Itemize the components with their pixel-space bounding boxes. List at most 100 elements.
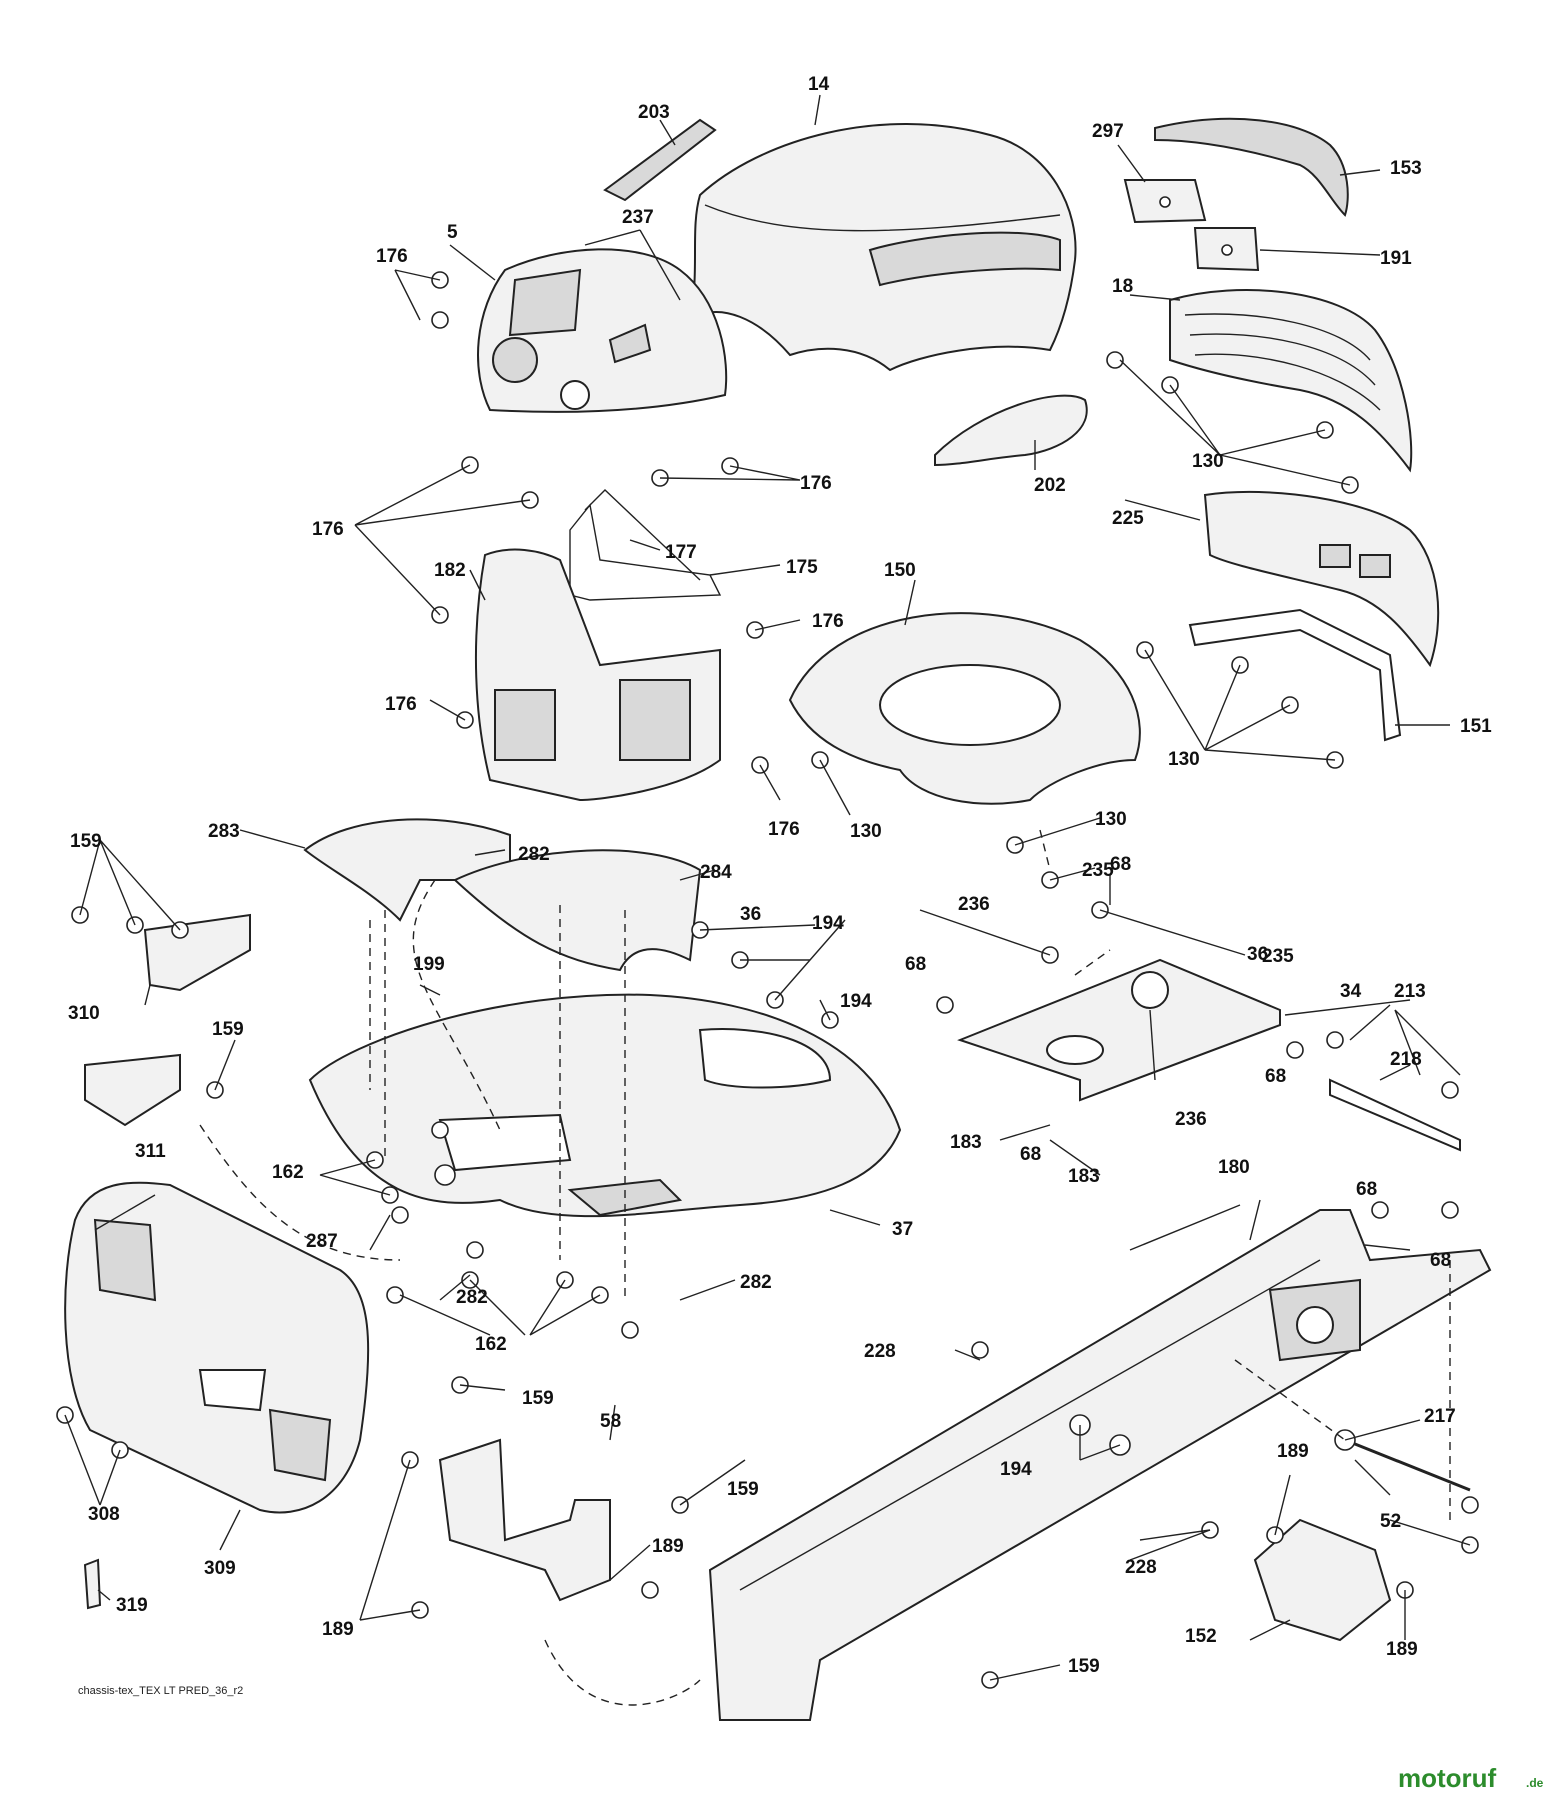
callout-label: 175 (786, 557, 818, 578)
callout-label: 199 (413, 954, 445, 975)
callout-label: 189 (652, 1536, 684, 1557)
grille-18[interactable] (1169, 289, 1413, 473)
callout-label: 152 (1185, 1626, 1217, 1647)
watermark-suffix: .de (1526, 1776, 1544, 1790)
callout-label: 68 (1020, 1144, 1041, 1165)
callout-label: 282 (456, 1287, 488, 1308)
callout-label: 58 (600, 1411, 621, 1432)
callout-label: 159 (212, 1019, 244, 1040)
panel-284[interactable] (453, 849, 702, 972)
callout-label: 68 (1430, 1250, 1451, 1271)
trim-153[interactable] (1154, 117, 1349, 217)
callout-label: 176 (385, 694, 417, 715)
callout-label: 180 (1218, 1157, 1250, 1178)
callout-label: 130 (1192, 451, 1224, 472)
callout-label: 189 (1386, 1639, 1418, 1660)
frame-180[interactable] (708, 1209, 1492, 1721)
cover-152[interactable] (1253, 1518, 1392, 1642)
pan-150[interactable] (788, 612, 1141, 805)
callout-label: 297 (1092, 121, 1124, 142)
headlight-housing-225[interactable] (1203, 490, 1440, 668)
bracket-311[interactable] (84, 1053, 181, 1127)
hood-part[interactable] (688, 123, 1077, 372)
callout-label: 183 (950, 1132, 982, 1153)
callout-label: 68 (1265, 1066, 1286, 1087)
callout-label: 52 (1380, 1511, 1401, 1532)
callout-label: 218 (1390, 1049, 1422, 1070)
block-297[interactable] (1123, 179, 1207, 224)
plate-34[interactable] (957, 958, 1281, 1102)
callout-label: 130 (850, 821, 882, 842)
panel-283[interactable] (303, 818, 511, 922)
callout-label: 189 (1277, 1441, 1309, 1462)
dash-housing-182[interactable] (474, 548, 721, 802)
bracket-58[interactable] (438, 1438, 611, 1602)
part-202[interactable] (934, 394, 1088, 467)
callout-label: 194 (840, 991, 872, 1012)
callout-label: 177 (665, 542, 697, 563)
callout-label: 203 (638, 102, 670, 123)
callout-label: 14 (808, 74, 830, 95)
callout-label: 176 (768, 819, 800, 840)
callout-label: 5 (447, 222, 458, 243)
watermark-logo: motoruf .de (1398, 1763, 1544, 1793)
callout-label: 34 (1340, 981, 1362, 1002)
callout-label: 159 (522, 1388, 554, 1409)
callout-label: 151 (1460, 716, 1492, 737)
callout-label: 235 (1082, 860, 1114, 881)
block-191[interactable] (1193, 227, 1260, 272)
watermark-brand: motoruf (1398, 1763, 1497, 1793)
callout-label: 191 (1380, 248, 1412, 269)
callout-label: 228 (864, 1341, 896, 1362)
alignment-lines (199, 829, 1451, 1706)
callout-label: 217 (1424, 1406, 1456, 1427)
fender-37[interactable] (308, 993, 902, 1218)
callout-label: 282 (518, 844, 550, 865)
callout-label: 130 (1095, 809, 1127, 830)
callout-label: 237 (622, 207, 654, 228)
callout-label: 284 (700, 862, 732, 883)
callout-label: 159 (70, 831, 102, 852)
callout-label: 309 (204, 1558, 236, 1579)
callout-label: 183 (1068, 1166, 1100, 1187)
dash-panel-5[interactable] (477, 248, 728, 413)
callout-label: 283 (208, 821, 240, 842)
callout-label: 213 (1394, 981, 1426, 1002)
callout-label: 130 (1168, 749, 1200, 770)
callout-label: 310 (68, 1003, 100, 1024)
bracket-151[interactable] (1188, 608, 1402, 742)
callout-label: 225 (1112, 508, 1144, 529)
callout-label: 176 (376, 246, 408, 267)
callout-label: 194 (812, 913, 844, 934)
callout-label: 18 (1112, 276, 1133, 297)
callout-label: 236 (958, 894, 990, 915)
callout-label: 68 (1110, 854, 1131, 875)
bracket-203[interactable] (603, 118, 717, 202)
rod-217[interactable] (1344, 1438, 1471, 1492)
callout-label: 68 (905, 954, 926, 975)
callout-labels: 14 203 297 153 237 176 5 191 18 130 176 … (68, 74, 1492, 1677)
callout-label: 37 (892, 1219, 913, 1240)
drawing-caption: chassis-tex_TEX LT PRED_36_r2 (78, 1685, 243, 1697)
callout-label: 36 (1247, 944, 1268, 965)
callout-label: 287 (306, 1231, 338, 1252)
callout-label: 194 (1000, 1459, 1032, 1480)
callout-label: 308 (88, 1504, 120, 1525)
callout-label: 68 (1356, 1179, 1377, 1200)
strap-218[interactable] (1329, 1078, 1461, 1152)
callout-label: 153 (1390, 158, 1422, 179)
callout-label: 189 (322, 1619, 354, 1640)
callout-label: 159 (727, 1479, 759, 1500)
callout-label: 162 (272, 1162, 304, 1183)
callout-label: 176 (800, 473, 832, 494)
part-319[interactable] (83, 1558, 102, 1610)
callout-label: 150 (884, 560, 916, 581)
callout-label: 228 (1125, 1557, 1157, 1578)
callout-label: 159 (1068, 1656, 1100, 1677)
callout-label: 236 (1175, 1109, 1207, 1130)
callout-label: 235 (1262, 946, 1294, 967)
bracket-310[interactable] (143, 913, 251, 992)
callout-label: 311 (135, 1141, 166, 1162)
front-housing-309[interactable] (64, 1181, 370, 1514)
